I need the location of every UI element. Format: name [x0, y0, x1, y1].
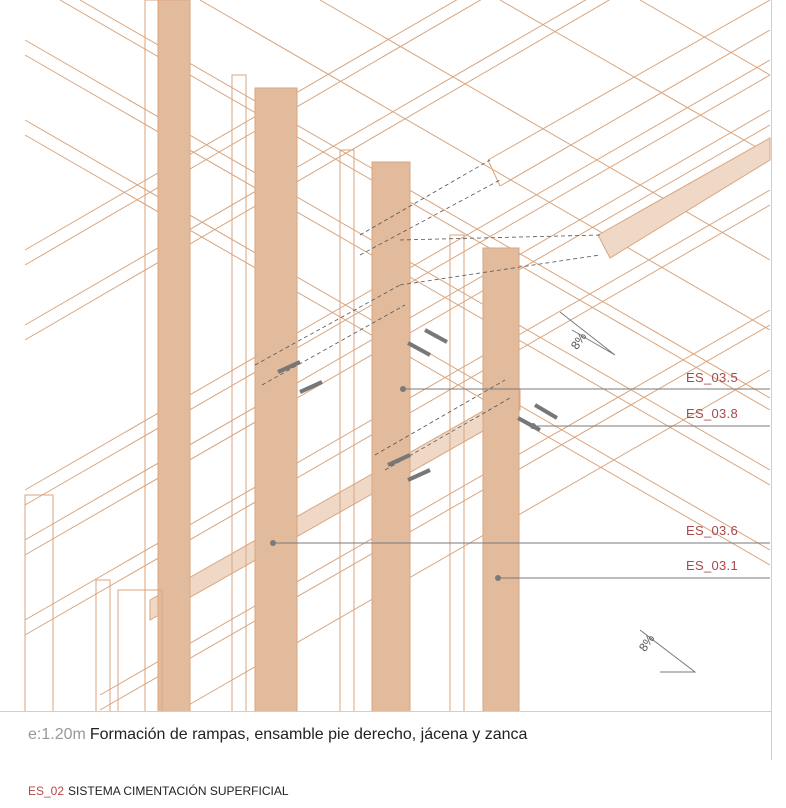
posts	[24, 0, 520, 712]
callout-es-03-1: ES_03.1	[686, 558, 738, 573]
axonometric-drawing	[24, 0, 771, 712]
scale-label: e:1.20m	[28, 726, 86, 743]
hidden-connections	[254, 159, 601, 471]
connector-pins	[277, 328, 559, 482]
upper-beam-stubs	[487, 0, 771, 259]
callout-es-03-6: ES_03.6	[686, 523, 738, 538]
sheet-code: ES_02	[28, 784, 65, 798]
callout-es-03-8: ES_03.8	[686, 406, 738, 421]
frame-bottom-border	[0, 711, 772, 712]
slope-arrows	[559, 311, 697, 673]
sheet-title-text: SISTEMA CIMENTACIÓN SUPERFICIAL	[68, 784, 289, 798]
frame-right-border	[771, 0, 772, 760]
caption-text: Formación de rampas, ensamble pie derech…	[89, 726, 528, 743]
callout-es-03-5: ES_03.5	[686, 370, 738, 385]
leader-lines	[270, 386, 770, 581]
